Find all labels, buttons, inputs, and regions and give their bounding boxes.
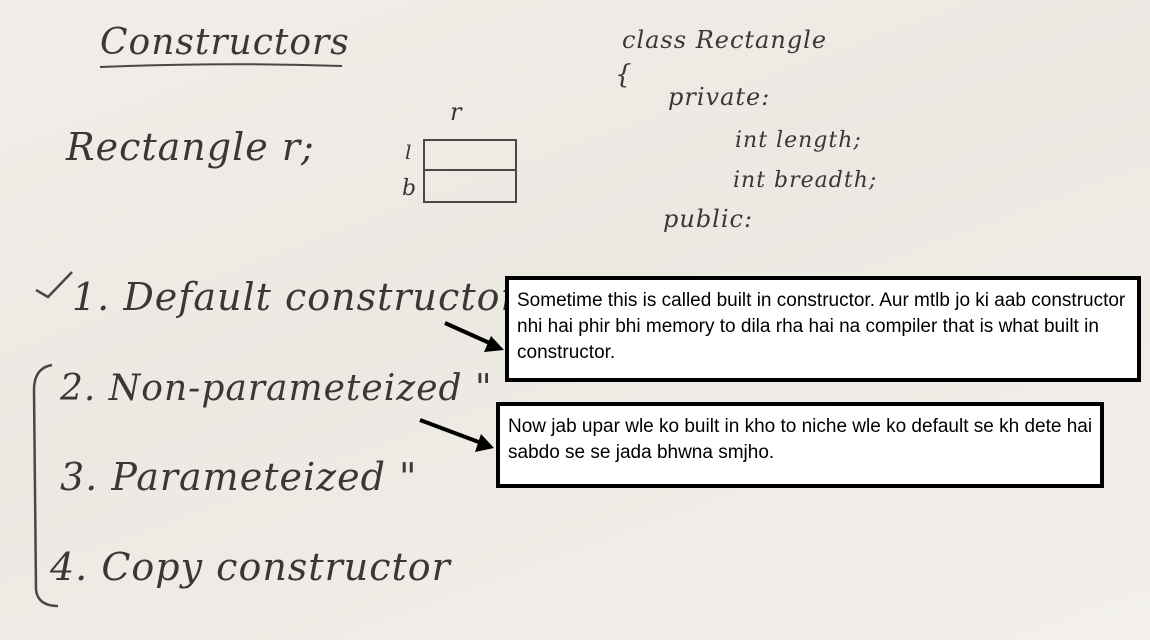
public-label: public:	[663, 205, 754, 233]
diagram-breadth-label: b	[402, 176, 418, 201]
class-declaration: class Rectangle	[622, 26, 828, 54]
rectangle-diagram	[423, 139, 517, 203]
board-title: Constructors	[100, 22, 350, 63]
field-breadth: int breadth;	[733, 168, 878, 193]
annotation-default-constructor: Now jab upar wle ko built in kho to nich…	[496, 402, 1104, 488]
list-item-non-parameterized: 2. Non-parameteized "	[60, 368, 493, 409]
diagram-length-label: l	[405, 140, 413, 164]
class-open-brace: {	[615, 60, 633, 90]
annotation-built-in-constructor: Sometime this is called built in constru…	[505, 276, 1141, 382]
title-underline	[99, 63, 343, 68]
list-item-default-constructor: 1. Default constructor	[72, 275, 520, 319]
bracket-stroke	[32, 363, 59, 608]
rectangle-declaration: Rectangle r;	[66, 125, 315, 169]
field-length: int length;	[735, 128, 862, 153]
list-item-parameterized: 3. Parameteized "	[60, 455, 418, 499]
arrow-icon	[444, 321, 504, 352]
arrow-icon	[419, 418, 494, 452]
private-label: private:	[668, 83, 771, 111]
list-item-copy-constructor: 4. Copy constructor	[50, 545, 451, 589]
diagram-object-label: r	[450, 98, 463, 126]
checkmark-icon	[35, 271, 73, 299]
